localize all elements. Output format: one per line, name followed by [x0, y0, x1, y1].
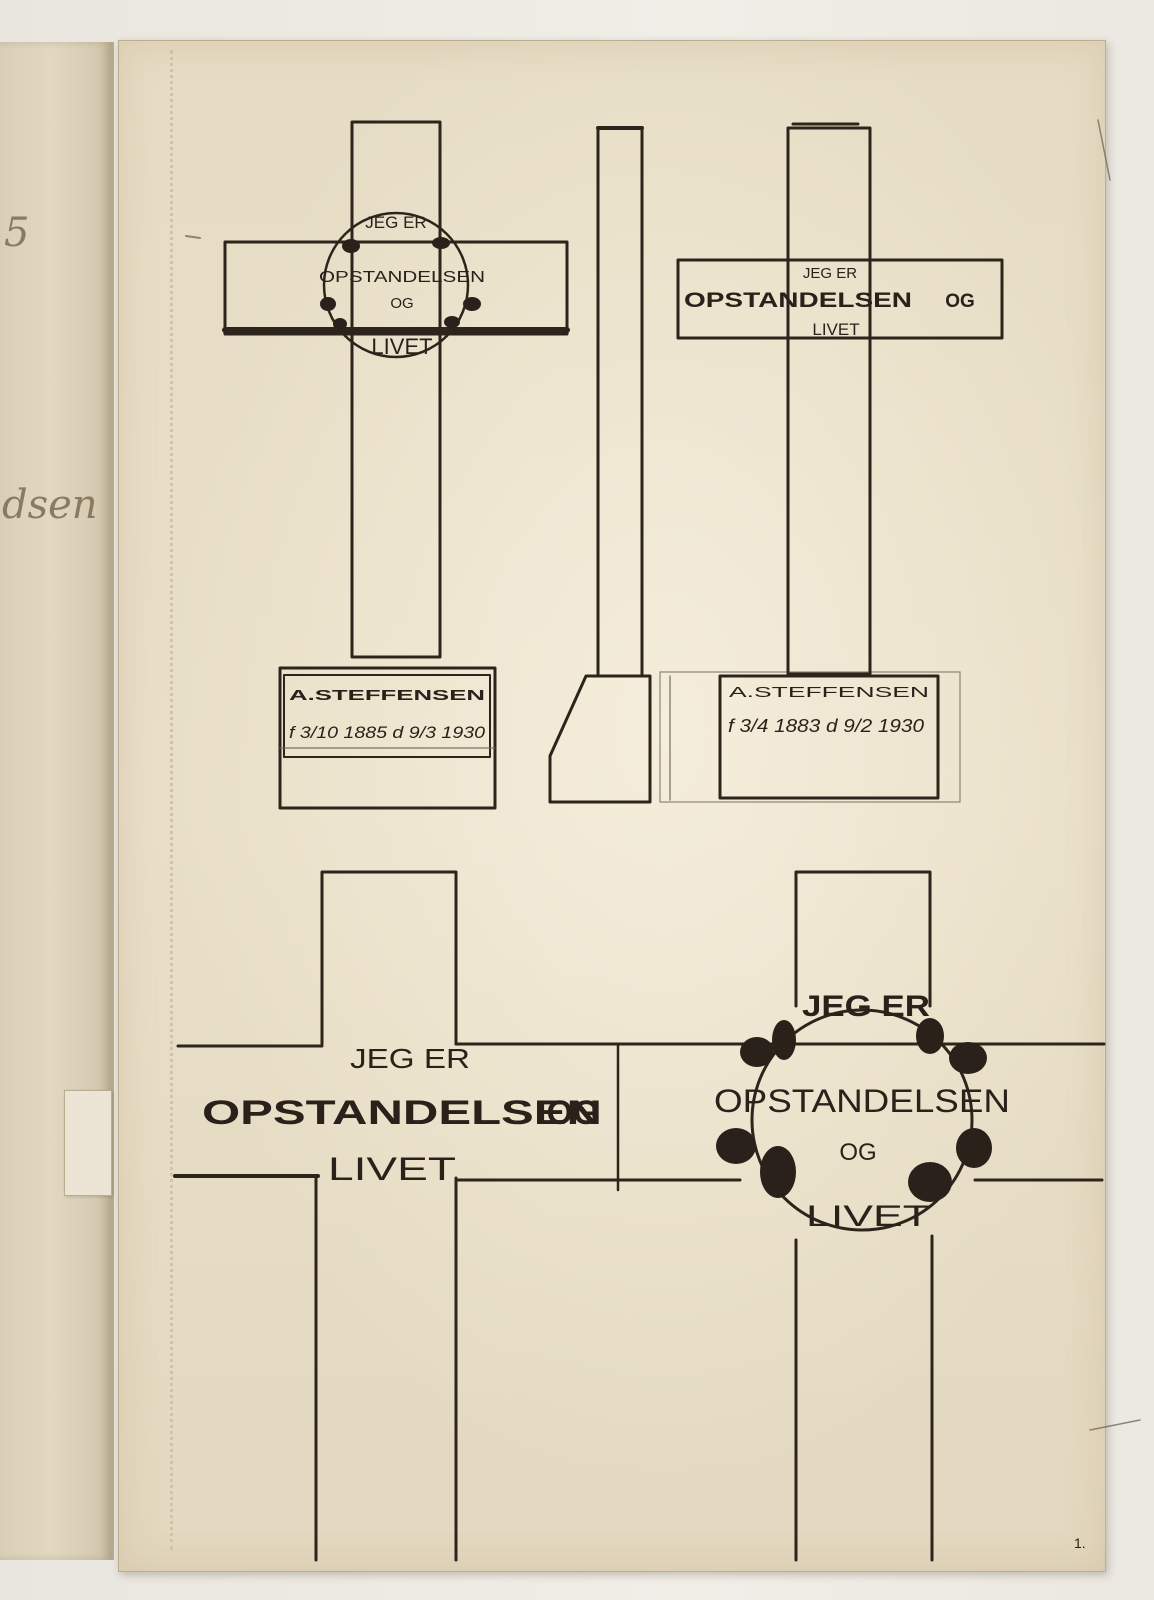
grave-plaque-2: A.STEFFENSEN f 3/4 1883 d 9/2 1930	[718, 674, 940, 800]
inscription-line: OG	[390, 295, 413, 312]
grave-cross-3: JEG ER OPSTANDELSEN OG LIVET	[173, 870, 1106, 1562]
wreath-leaf	[444, 316, 460, 328]
wreath-leaf	[463, 297, 481, 311]
wreath-leaf	[760, 1146, 796, 1198]
plaque-dates: f 3/10 1885 d 9/3 1930	[289, 723, 486, 742]
page-perforation	[170, 50, 173, 1550]
wreath-leaf	[432, 237, 450, 249]
wreath-leaf	[342, 239, 360, 253]
page-mark: 1.	[1074, 1535, 1086, 1551]
plaque-name: A.STEFFENSEN	[289, 687, 485, 704]
wreath-leaf	[916, 1018, 944, 1054]
inscription-line: JEG ER	[802, 990, 930, 1023]
wreath-leaf	[333, 318, 347, 330]
inscription-line: JEG ER	[350, 1043, 470, 1074]
inscription-line: OG	[839, 1139, 876, 1166]
binding-tab	[64, 1090, 112, 1196]
wreath-leaf	[716, 1128, 756, 1164]
inscription-line: JEG ER	[803, 265, 857, 282]
wreath-leaf	[949, 1042, 987, 1074]
grave-cross-1: JEG ER OPSTANDELSEN OG LIVET	[222, 120, 570, 659]
wreath-leaf	[320, 297, 336, 311]
wreath-leaf	[956, 1128, 992, 1168]
inscription-line: OPSTANDELSEN	[684, 289, 912, 312]
inscription-line: OPSTANDELSEN	[714, 1083, 1010, 1119]
prev-page-fragment: 5	[4, 210, 30, 256]
grave-cross-4: JEG ER OPSTANDELSEN OG LIVET	[714, 870, 1104, 1562]
sketchbook-page	[118, 40, 1106, 1572]
inscription-line: LIVET	[806, 1200, 930, 1233]
inscription-line: OPSTANDELSEN	[319, 269, 485, 286]
inscription-line: LIVET	[812, 320, 859, 339]
plaque-dates: f 3/4 1883 d 9/2 1930	[728, 716, 924, 736]
inscription-line: OG	[547, 1094, 600, 1132]
inscription-line: LIVET	[328, 1151, 456, 1187]
grave-plaque-1: A.STEFFENSEN f 3/10 1885 d 9/3 1930	[278, 666, 497, 810]
prev-page-fragment: dsen	[2, 482, 98, 528]
inscription-line: JEG ER	[365, 213, 426, 232]
wreath-leaf	[772, 1020, 796, 1060]
grave-cross-2: JEG ER OPSTANDELSEN OG LIVET	[676, 122, 1004, 676]
previous-page-edge: 5 dsen	[0, 42, 114, 1560]
inscription-line: OPSTANDELSEN	[202, 1094, 602, 1132]
grave-pillar-side-view	[548, 126, 961, 804]
inscription-line: LIVET	[371, 334, 432, 359]
plaque-name: A.STEFFENSEN	[729, 684, 929, 701]
pencil-marks	[185, 119, 1141, 1431]
wreath-leaf	[908, 1162, 952, 1202]
inscription-line: OG	[945, 291, 975, 312]
wreath-leaf	[740, 1037, 774, 1067]
